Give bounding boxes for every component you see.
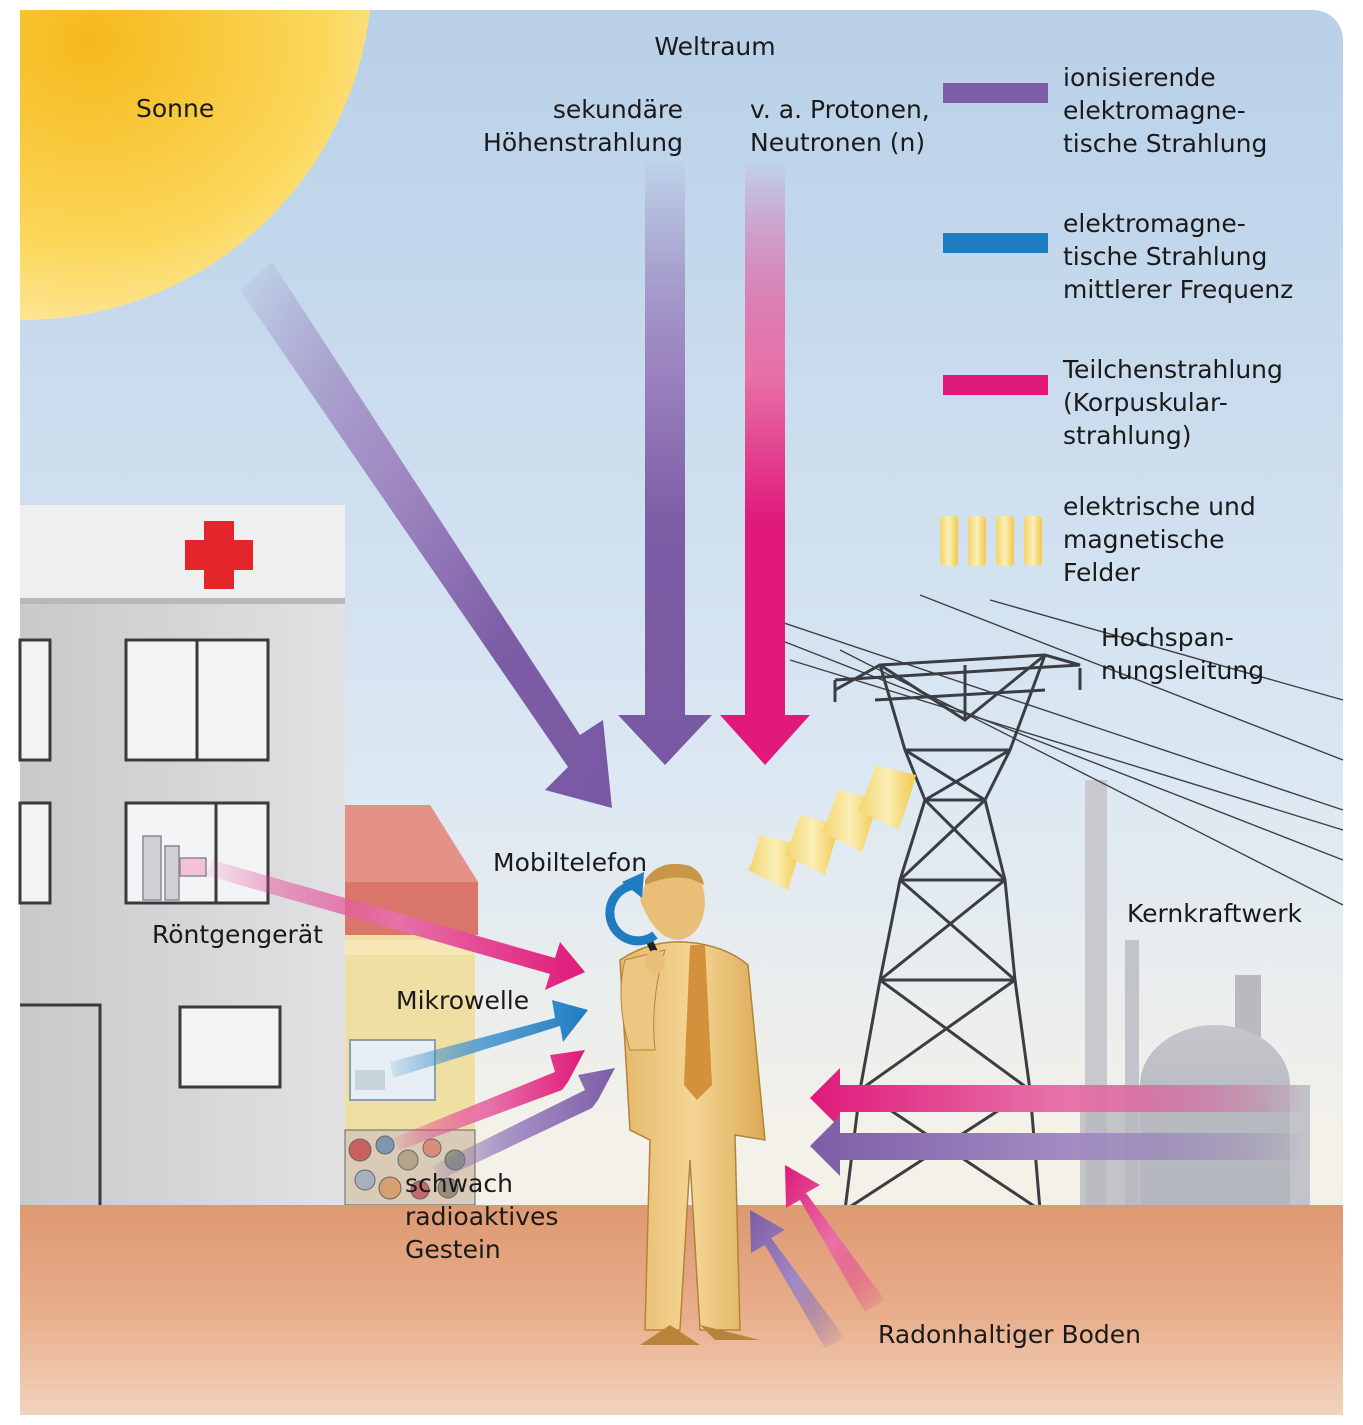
radon-ionizing-arrow: [750, 1210, 845, 1348]
label-rock-line2: radioaktives: [405, 1202, 559, 1231]
label-space: Weltraum: [654, 32, 776, 61]
legend-particle-line3: strahlung): [1063, 421, 1192, 450]
legend-medium-line1: elektromagne-: [1063, 209, 1246, 238]
xray-machine: [142, 835, 207, 901]
legend-swatches: [940, 83, 1048, 566]
sun-radiation-arrow: [240, 262, 612, 808]
red-cross-icon: [185, 521, 253, 589]
phone-wave-icon: [605, 880, 658, 946]
legend-ionizing-line1: ionisierende: [1063, 63, 1216, 92]
legend-particle-line2: (Korpuskular-: [1063, 388, 1228, 417]
legend-fields-line3: Felder: [1063, 558, 1140, 587]
label-rock-line1: schwach: [405, 1169, 513, 1198]
sun: [20, 10, 370, 321]
label-mobile-phone: Mobiltelefon: [493, 848, 648, 877]
rock-particle-arrow: [393, 1050, 585, 1150]
rock-ionizing-arrow: [432, 1068, 615, 1180]
electromagnetic-field-bands: [748, 765, 916, 890]
plant-ionizing-arrow: [810, 1116, 1310, 1176]
secondary-cosmic-arrow: [618, 160, 712, 765]
legend-fields-line1: elektrische und: [1063, 492, 1256, 521]
legend-particle-line1: Teilchenstrahlung: [1063, 355, 1283, 384]
legend-swatch-medium-frequency: [943, 233, 1048, 253]
person-with-phone: [619, 863, 766, 1345]
legend-ionizing-line2: elektromagne-: [1063, 96, 1246, 125]
legend-medium-line3: mittlerer Frequenz: [1063, 275, 1294, 304]
label-sun: Sonne: [136, 94, 215, 123]
xray-arrow: [205, 860, 585, 990]
legend-swatch-fields-icon: [940, 516, 1042, 566]
legend-swatch-ionizing: [943, 83, 1048, 103]
phone-wave-arrowhead: [622, 872, 644, 898]
label-protons-line1: v. a. Protonen,: [750, 95, 930, 124]
hospital-building: [18, 505, 345, 1205]
radon-particle-arrow: [785, 1165, 885, 1312]
plant-particle-arrow: [810, 1068, 1310, 1128]
label-microwave: Mikrowelle: [396, 986, 530, 1015]
label-secondary-cosmic-line2: Höhenstrahlung: [483, 128, 683, 157]
label-radon-soil: Radonhaltiger Boden: [878, 1320, 1142, 1349]
legend-swatch-particle: [943, 375, 1048, 395]
label-power-line-line1: Hochspan-: [1101, 623, 1234, 652]
label-xray: Röntgengerät: [152, 920, 323, 949]
legend-fields-line2: magnetische: [1063, 525, 1225, 554]
legend-medium-line2: tische Strahlung: [1063, 242, 1268, 271]
label-nuclear-plant: Kernkraftwerk: [1127, 899, 1303, 928]
legend-ionizing-line3: tische Strahlung: [1063, 129, 1268, 158]
label-power-line-line2: nungsleitung: [1101, 656, 1265, 685]
label-protons-line2: Neutronen (n): [750, 128, 926, 157]
label-secondary-cosmic-line1: sekundäre: [552, 95, 683, 124]
microwave-arrow: [390, 1000, 588, 1078]
proton-neutron-arrow: [720, 160, 810, 765]
label-rock-line3: Gestein: [405, 1235, 501, 1264]
